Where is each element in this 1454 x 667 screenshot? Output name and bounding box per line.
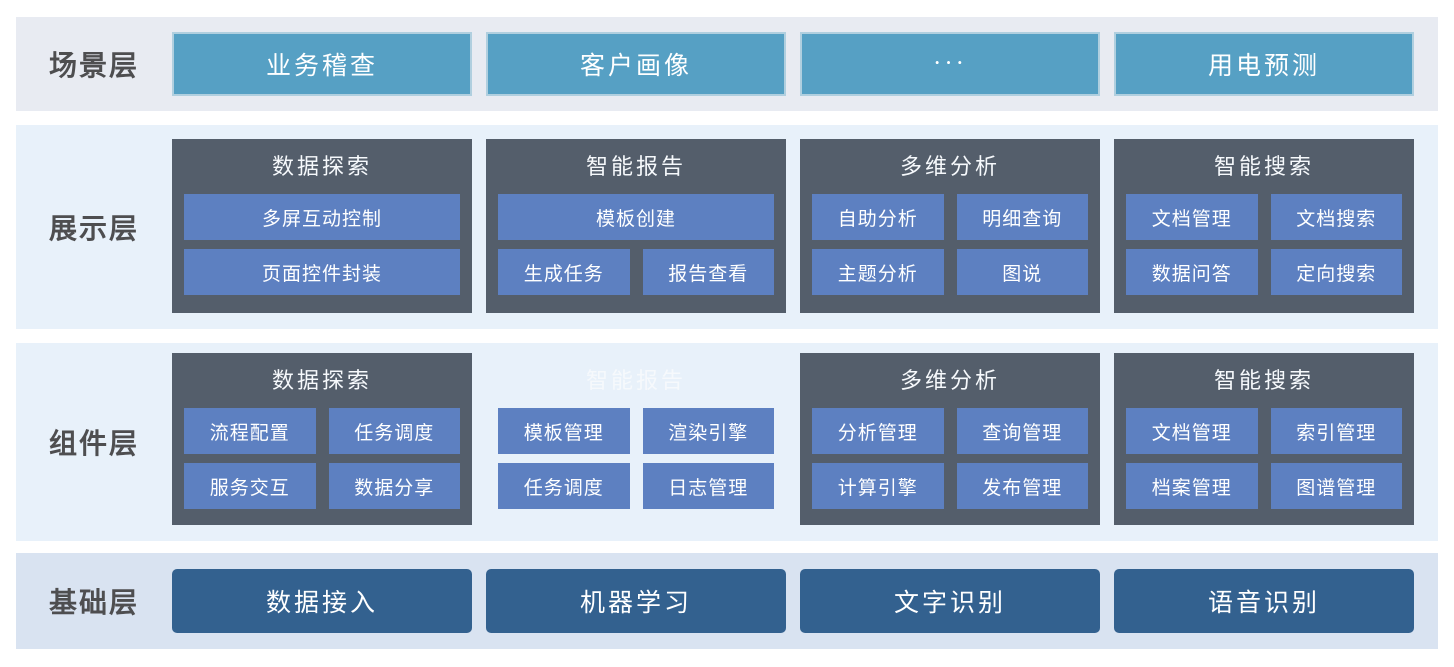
panel-button: 模板管理 [498, 408, 630, 454]
panel-button: 服务交互 [184, 463, 316, 509]
foundation-item-speech-recognition: 语音识别 [1114, 569, 1414, 633]
panel-button: 渲染引擎 [642, 408, 774, 454]
panel-button: 数据问答 [1126, 249, 1258, 295]
panel-button: 模板创建 [498, 194, 774, 240]
component-layer-content: 数据探索 流程配置 任务调度 服务交互 数据分享 智能报告 模板管理 [172, 343, 1438, 541]
panel-button: 索引管理 [1270, 408, 1402, 454]
scenario-layer-row: 场景层 业务稽查 客户画像 ··· 用电预测 [16, 17, 1438, 111]
panel-multidim-analysis: 多维分析 自助分析 明细查询 主题分析 图说 [800, 139, 1100, 313]
scenario-item-customer-profile: 客户画像 [486, 32, 786, 96]
panel-data-explore: 数据探索 多屏互动控制 页面控件封装 [172, 139, 472, 313]
panel-smart-report: 智能报告 模板创建 生成任务 报告查看 [486, 139, 786, 313]
panel-button: 生成任务 [498, 249, 630, 295]
panel-button: 自助分析 [812, 194, 944, 240]
presentation-layer-row: 展示层 数据探索 多屏互动控制 页面控件封装 智能报告 模板创建 生成任务 报告… [16, 125, 1438, 329]
layer-label-scenario: 场景层 [48, 50, 139, 81]
panel-title: 多维分析 [899, 368, 1000, 393]
panel-button: 查询管理 [956, 408, 1088, 454]
panel-multidim-analysis: 多维分析 分析管理 查询管理 计算引擎 发布管理 [800, 353, 1100, 525]
panel-smart-report: 智能报告 模板管理 渲染引擎 任务调度 日志管理 [486, 353, 786, 525]
scenario-layer-content: 业务稽查 客户画像 ··· 用电预测 [172, 17, 1438, 111]
panel-button: 日志管理 [642, 463, 774, 509]
panel-button: 分析管理 [812, 408, 944, 454]
layer-label-component: 组件层 [48, 428, 139, 459]
layer-label-foundation: 基础层 [48, 587, 139, 618]
panel-smart-search: 智能搜索 文档管理 文档搜索 数据问答 定向搜索 [1114, 139, 1414, 313]
panel-button: 定向搜索 [1270, 249, 1402, 295]
panel-button: 图说 [956, 249, 1088, 295]
panel-button: 计算引擎 [812, 463, 944, 509]
panel-button: 主题分析 [812, 249, 944, 295]
foundation-item-machine-learning: 机器学习 [486, 569, 786, 633]
panel-title: 智能搜索 [1213, 154, 1314, 179]
panel-title: 数据探索 [271, 368, 372, 393]
layer-label-presentation: 展示层 [48, 213, 139, 244]
panel-button: 图谱管理 [1270, 463, 1402, 509]
panel-button: 任务调度 [498, 463, 630, 509]
panel-button: 报告查看 [642, 249, 774, 295]
panel-title: 智能搜索 [1213, 368, 1314, 393]
scenario-item-power-forecast: 用电预测 [1114, 32, 1414, 96]
foundation-item-data-access: 数据接入 [172, 569, 472, 633]
panel-title: 多维分析 [899, 154, 1000, 179]
scenario-item-ellipsis: ··· [800, 32, 1100, 96]
panel-title: 数据探索 [271, 154, 372, 179]
panel-button: 档案管理 [1126, 463, 1258, 509]
panel-button: 文档管理 [1126, 408, 1258, 454]
foundation-layer-row: 基础层 数据接入 机器学习 文字识别 语音识别 [16, 553, 1438, 649]
panel-button: 文档搜索 [1270, 194, 1402, 240]
panel-title: 智能报告 [585, 154, 686, 179]
scenario-item-business-audit: 业务稽查 [172, 32, 472, 96]
panel-button: 任务调度 [328, 408, 460, 454]
panel-title: 智能报告 [585, 368, 686, 393]
panel-data-explore: 数据探索 流程配置 任务调度 服务交互 数据分享 [172, 353, 472, 525]
component-layer-row: 组件层 数据探索 流程配置 任务调度 服务交互 数据分享 智能报告 [16, 343, 1438, 541]
panel-button: 明细查询 [956, 194, 1088, 240]
panel-button: 发布管理 [956, 463, 1088, 509]
presentation-layer-content: 数据探索 多屏互动控制 页面控件封装 智能报告 模板创建 生成任务 报告查看 多… [172, 125, 1438, 329]
panel-button: 流程配置 [184, 408, 316, 454]
foundation-item-ocr: 文字识别 [800, 569, 1100, 633]
panel-smart-search: 智能搜索 文档管理 索引管理 档案管理 图谱管理 [1114, 353, 1414, 525]
panel-button: 多屏互动控制 [184, 194, 460, 240]
foundation-layer-content: 数据接入 机器学习 文字识别 语音识别 [172, 553, 1438, 649]
panel-button: 页面控件封装 [184, 249, 460, 295]
panel-button: 数据分享 [328, 463, 460, 509]
panel-button: 文档管理 [1126, 194, 1258, 240]
